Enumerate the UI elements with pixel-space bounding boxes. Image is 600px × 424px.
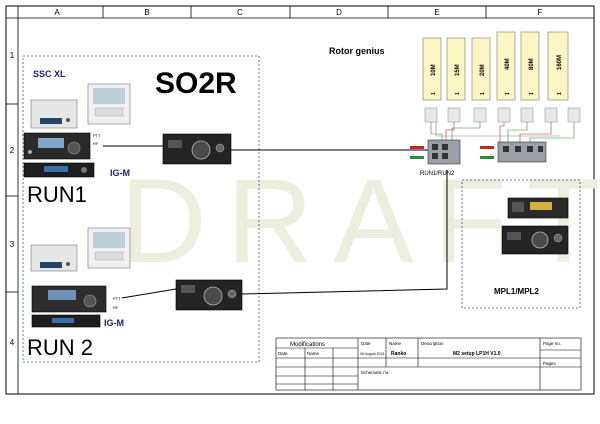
column-label-b: B <box>144 8 149 17</box>
green-marker-right <box>480 156 494 159</box>
svg-text:20M: 20M <box>480 64 486 76</box>
rotor-genius-title: Rotor genius <box>329 46 385 56</box>
column-label-e: E <box>434 8 439 17</box>
svg-text:10M: 10M <box>431 64 437 76</box>
column-dividers <box>102 6 487 18</box>
rotor-controller-2 <box>175 279 243 311</box>
antenna-wiring <box>430 122 575 142</box>
date-value: 06 August 2014 <box>360 352 384 356</box>
run1-label: RUN1 <box>27 182 87 207</box>
modifications-date-column: Date <box>278 351 288 356</box>
column-label-f: F <box>538 8 543 17</box>
ssc-xl-device-2 <box>30 227 131 272</box>
antenna-160m: 160M 1 <box>547 31 569 101</box>
svg-text:1: 1 <box>431 92 437 95</box>
green-marker-left <box>410 156 424 159</box>
name-header: Name <box>389 341 402 346</box>
relay-boxes <box>424 107 581 123</box>
sheet-border <box>5 5 595 395</box>
antenna-10m: 10M 1 <box>422 37 442 101</box>
column-label-a: A <box>54 8 60 17</box>
run2-label: RUN 2 <box>27 335 93 360</box>
antenna-80m: 80M 1 <box>520 31 540 101</box>
red-marker-left <box>410 146 424 149</box>
description-header: Description <box>421 341 444 346</box>
mpl-group-box <box>461 179 581 309</box>
antenna-switch-left <box>427 139 461 165</box>
igm-device-2 <box>31 314 101 328</box>
svg-text:1: 1 <box>557 92 563 95</box>
control-cable-run2 <box>241 170 448 295</box>
ptt-label-1: PTT <box>93 133 101 138</box>
description-value: M2 setup LP1H V1.0 <box>453 351 501 357</box>
svg-text:1: 1 <box>505 92 511 95</box>
antenna-boxes: 10M 1 15M 1 20M 1 40M 1 80M 1 160M 1 <box>422 31 569 101</box>
mpl-device-1 <box>507 197 569 219</box>
name-value: Ranko <box>391 351 406 357</box>
so2r-title: SO2R <box>155 67 237 100</box>
antenna-switch-right <box>497 141 547 163</box>
mpl-device-2 <box>501 225 569 255</box>
row-label-4: 4 <box>10 338 15 347</box>
igm-label-1: IG-M <box>110 168 130 178</box>
antenna-20m: 20M 1 <box>471 37 491 101</box>
antenna-40m: 40M 1 <box>496 31 516 101</box>
svg-text:1: 1 <box>529 92 535 95</box>
rf-label-2: RF <box>113 305 119 310</box>
column-label-c: C <box>237 8 243 17</box>
transceiver-run1 <box>23 132 91 160</box>
row-label-2: 2 <box>10 146 15 155</box>
transceiver-run2 <box>31 285 107 313</box>
date-header: Date <box>361 341 371 346</box>
modifications-header: Modifications <box>290 342 325 348</box>
svg-text:15M: 15M <box>455 64 461 76</box>
antenna-15m: 15M 1 <box>446 37 466 101</box>
pages-header: Pages <box>543 361 557 366</box>
igm-device-1 <box>23 162 95 178</box>
mpl-label: MPL1/MPL2 <box>494 287 539 296</box>
svg-text:1: 1 <box>455 92 461 95</box>
row-label-1: 1 <box>10 51 15 60</box>
schematic-no-label: Schematic no. <box>361 370 390 375</box>
run1-run2-label: RUN1/RUN2 <box>420 171 455 177</box>
svg-text:40M: 40M <box>505 58 511 70</box>
rf-cable-run2 <box>121 288 177 299</box>
rf-label-1: RF <box>93 141 99 146</box>
svg-text:160M: 160M <box>557 55 563 70</box>
red-marker-right <box>480 146 494 149</box>
svg-text:1: 1 <box>480 92 486 95</box>
modifications-name-column: Name <box>307 351 320 356</box>
page-no-header: Page no. <box>543 341 561 346</box>
title-block-grid <box>275 337 582 391</box>
column-label-d: D <box>336 8 342 17</box>
row-dividers <box>6 103 18 293</box>
so2r-group-box <box>22 55 260 363</box>
row-label-3: 3 <box>10 240 15 249</box>
igm-label-2: IG-M <box>104 318 124 328</box>
ssc-xl-device-1 <box>30 83 131 129</box>
rotor-controller-1 <box>162 133 232 165</box>
draft-watermark: DRAFT <box>120 154 600 288</box>
ptt-label-2: PTT <box>113 296 121 301</box>
ssc-xl-label: SSC XL <box>33 69 66 79</box>
svg-text:80M: 80M <box>529 58 535 70</box>
